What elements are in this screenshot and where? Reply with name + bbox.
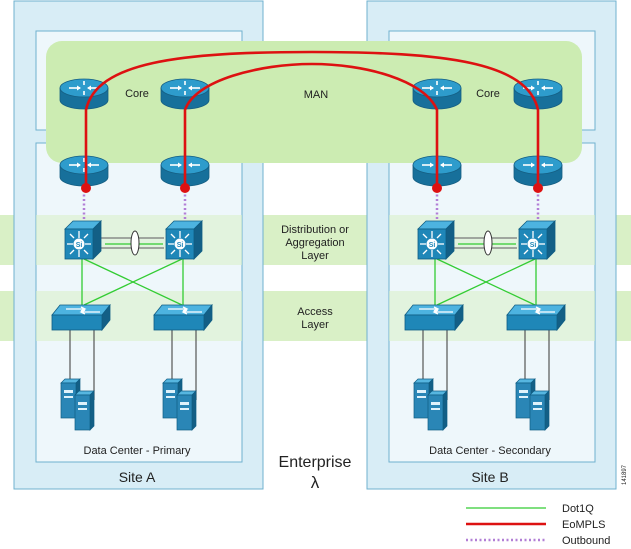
distribution-label-line1: Distribution or bbox=[281, 224, 349, 236]
multilayer-switch-icon bbox=[417, 220, 455, 260]
lambda-label: λ bbox=[311, 473, 320, 492]
legend-label-outbound: Outbound bbox=[562, 535, 610, 547]
site-b-label: Site B bbox=[471, 469, 508, 485]
dot1q-links bbox=[81, 243, 537, 306]
workgroup-switch-icon bbox=[153, 304, 213, 331]
port-channel-icon bbox=[130, 230, 140, 256]
core-router-icon bbox=[412, 78, 462, 110]
multilayer-switch-icon bbox=[64, 220, 102, 260]
dc-secondary-label: Data Center - Secondary bbox=[429, 445, 551, 457]
server-icon bbox=[529, 390, 550, 431]
core-router-icon bbox=[59, 78, 109, 110]
outbound-links bbox=[82, 190, 540, 224]
multilayer-switch-icon bbox=[165, 220, 203, 260]
distribution-label-line3: Layer bbox=[301, 250, 329, 262]
legend-label-dot1q: Dot1Q bbox=[562, 503, 594, 515]
workgroup-switch-icon bbox=[404, 304, 464, 331]
access-label-line2: Layer bbox=[301, 319, 329, 331]
man-label: MAN bbox=[304, 89, 329, 101]
distribution-label-line2: Aggregation bbox=[285, 237, 344, 249]
enterprise-label: Enterprise bbox=[279, 454, 352, 471]
workgroup-switch-icon bbox=[51, 304, 111, 331]
figure-id: 141897 bbox=[622, 464, 628, 485]
access-label-line1: Access bbox=[297, 306, 333, 318]
server-icon bbox=[176, 390, 197, 431]
core-router-icon bbox=[160, 78, 210, 110]
eompls-endpoints bbox=[81, 183, 543, 193]
core-label-a: Core bbox=[125, 88, 149, 100]
server-icon bbox=[427, 390, 448, 431]
site-a-label: Site A bbox=[119, 469, 156, 485]
server-links bbox=[69, 330, 550, 400]
server-icon bbox=[74, 390, 95, 431]
edge-router-icon bbox=[59, 155, 109, 187]
core-label-b: Core bbox=[476, 88, 500, 100]
port-channel-icon bbox=[483, 230, 493, 256]
legend-label-eompls: EoMPLS bbox=[562, 519, 605, 531]
workgroup-switch-icon bbox=[506, 304, 566, 331]
dc-primary-label: Data Center - Primary bbox=[84, 445, 191, 457]
multilayer-switch-icon bbox=[518, 220, 556, 260]
legend: Dot1Q EoMPLS Outbound bbox=[466, 503, 610, 547]
man-region bbox=[46, 41, 582, 163]
eompls-links bbox=[84, 50, 540, 188]
